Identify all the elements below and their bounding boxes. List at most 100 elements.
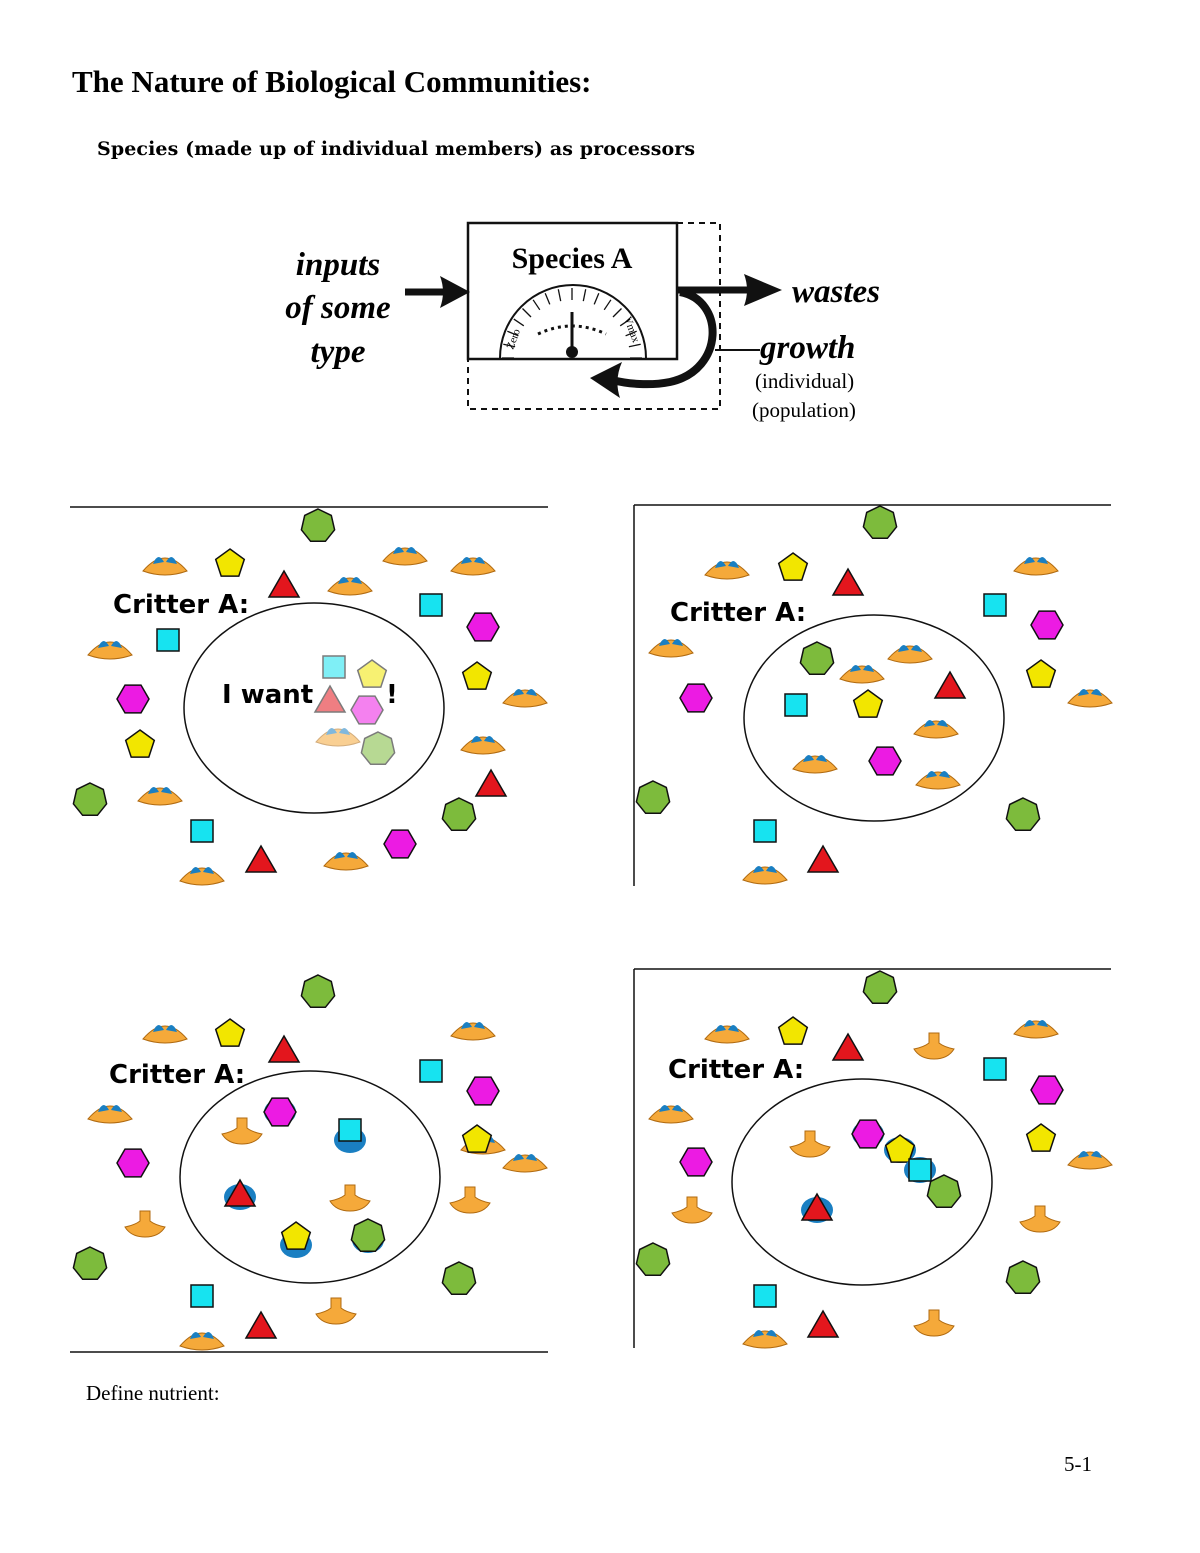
- red-triangle-icon: [831, 567, 865, 596]
- wastes-label: wastes: [792, 274, 880, 310]
- green-heptagon-icon: [635, 780, 671, 815]
- whole-food-icon: [792, 754, 838, 774]
- magenta-hexagon-icon: [466, 1076, 500, 1106]
- whole-food-icon: [179, 1331, 225, 1351]
- page-subtitle: Species (made up of individual members) …: [97, 138, 696, 160]
- whole-food-icon: [1067, 1150, 1113, 1170]
- cyan-square-icon: [338, 1118, 362, 1142]
- process-diagram: Species A Zero Vmax inputs of some: [285, 221, 880, 422]
- page-title: The Nature of Biological Communities:: [72, 64, 592, 99]
- green-heptagon-icon: [635, 1242, 671, 1277]
- empty-food-icon: [449, 1186, 491, 1214]
- whole-food-icon: [839, 664, 885, 684]
- whole-food-icon: [704, 560, 750, 580]
- cyan-square-icon: [983, 593, 1007, 617]
- cyan-square-icon: [753, 1284, 777, 1308]
- whole-food-icon: [179, 866, 225, 886]
- green-heptagon-icon: [1005, 797, 1041, 832]
- speech-text: I want: [222, 680, 313, 710]
- cyan-square-icon: [908, 1158, 932, 1182]
- cyan-square-icon: [156, 628, 180, 652]
- empty-food-icon: [913, 1032, 955, 1060]
- whole-food-icon: [887, 644, 933, 664]
- magenta-hexagon-icon: [868, 746, 902, 776]
- magenta-hexagon-icon: [116, 1148, 150, 1178]
- magenta-hexagon-icon: [350, 695, 384, 725]
- whole-food-icon: [915, 770, 961, 790]
- magenta-hexagon-icon: [679, 683, 713, 713]
- green-heptagon-icon: [72, 1246, 108, 1281]
- whole-food-icon: [648, 638, 694, 658]
- whole-food-icon: [742, 865, 788, 885]
- whole-food-icon: [502, 1153, 548, 1173]
- inputs-label-line1: inputs: [296, 247, 380, 283]
- growth-arrow: [590, 288, 760, 398]
- empty-food-icon: [1019, 1205, 1061, 1233]
- yellow-pentagon-icon: [777, 1016, 809, 1045]
- magenta-hexagon-icon: [466, 612, 500, 642]
- whole-food-icon: [450, 556, 496, 576]
- yellow-pentagon-icon: [777, 552, 809, 581]
- magenta-hexagon-icon: [1030, 610, 1064, 640]
- whole-food-icon: [502, 688, 548, 708]
- magenta-hexagon-icon: [679, 1147, 713, 1177]
- magenta-hexagon-icon: [1030, 1075, 1064, 1105]
- yellow-pentagon-icon: [214, 1018, 246, 1047]
- inputs-label-line3: type: [311, 334, 366, 370]
- empty-food-icon: [671, 1196, 713, 1224]
- whole-food-icon: [323, 851, 369, 871]
- critter-label: Critter A:: [109, 1060, 245, 1090]
- page-number: 5-1: [1064, 1452, 1092, 1476]
- critter-body: [743, 614, 1005, 822]
- whole-food-icon: [382, 546, 428, 566]
- yellow-pentagon-icon: [356, 659, 388, 688]
- yellow-pentagon-icon: [124, 729, 156, 758]
- empty-food-icon: [221, 1117, 263, 1145]
- red-triangle-icon: [267, 1034, 301, 1063]
- whole-food-icon: [137, 786, 183, 806]
- green-heptagon-icon: [441, 797, 477, 832]
- critter-body: [731, 1078, 993, 1286]
- green-heptagon-icon: [72, 782, 108, 817]
- yellow-pentagon-icon: [884, 1134, 916, 1163]
- cyan-square-icon: [753, 819, 777, 843]
- green-heptagon-icon: [350, 1218, 386, 1253]
- yellow-pentagon-icon: [461, 1124, 493, 1153]
- whole-food-icon: [87, 640, 133, 660]
- inputs-label-line2: of some: [285, 290, 390, 326]
- whole-food-icon: [450, 1021, 496, 1041]
- magenta-hexagon-icon: [263, 1097, 297, 1127]
- whole-food-icon: [460, 735, 506, 755]
- green-heptagon-icon: [799, 641, 835, 676]
- gauge-icon: Zero Vmax: [499, 284, 647, 359]
- yellow-pentagon-icon: [214, 548, 246, 577]
- magenta-hexagon-icon: [383, 829, 417, 859]
- empty-food-icon: [124, 1210, 166, 1238]
- whole-food-icon: [87, 1104, 133, 1124]
- species-box-label: Species A: [512, 242, 633, 275]
- green-heptagon-icon: [300, 508, 336, 543]
- define-nutrient-prompt: Define nutrient:: [86, 1381, 220, 1405]
- whole-food-icon: [742, 1329, 788, 1349]
- whole-food-icon: [142, 1024, 188, 1044]
- red-triangle-icon: [831, 1032, 865, 1061]
- input-arrow: [405, 276, 470, 308]
- critter-body: [183, 602, 445, 814]
- cyan-square-icon: [190, 1284, 214, 1308]
- yellow-pentagon-icon: [280, 1221, 312, 1250]
- panel-3: Critter A:: [70, 974, 548, 1353]
- panel-4: Critter A:: [633, 968, 1113, 1349]
- whole-food-icon: [704, 1024, 750, 1044]
- panel-2: Critter A:: [633, 504, 1113, 886]
- green-heptagon-icon: [300, 974, 336, 1009]
- red-triangle-icon: [313, 684, 347, 713]
- empty-food-icon: [913, 1309, 955, 1337]
- cyan-square-icon: [322, 655, 346, 679]
- growth-population-label: (population): [752, 398, 856, 422]
- whole-food-icon: [142, 556, 188, 576]
- red-triangle-icon: [267, 569, 301, 598]
- growth-label: growth: [759, 330, 855, 366]
- critter-label: Critter A:: [113, 590, 249, 620]
- magenta-hexagon-icon: [116, 684, 150, 714]
